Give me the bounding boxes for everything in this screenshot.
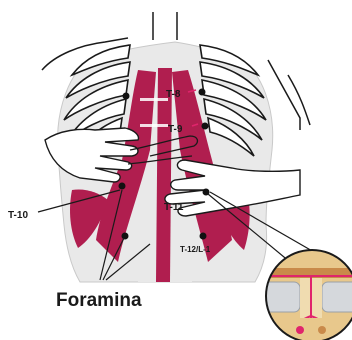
foramen-dot-t8 [199,89,206,96]
label-t8: T-8 [166,89,181,100]
foramen-dot-t9 [202,123,209,130]
label-t11: T-11 [164,202,184,213]
right-hand [165,160,300,216]
highlight-stripe-2 [140,124,168,127]
label-t9: T-9 [168,124,183,135]
foramen-dot-left-mid [119,183,126,190]
foramen-dot-t12 [200,233,207,240]
label-t10: T-10 [8,210,28,221]
highlight-stripe-1 [140,98,168,101]
label-t12-l1: T-12/L-1 [180,245,211,254]
label-foramina: Foramina [56,290,142,311]
right-arm-outline [268,60,300,130]
foramen-dot-left-upper [123,93,130,100]
magnified-inset [260,250,352,340]
foramen-dot-left-low [122,233,129,240]
